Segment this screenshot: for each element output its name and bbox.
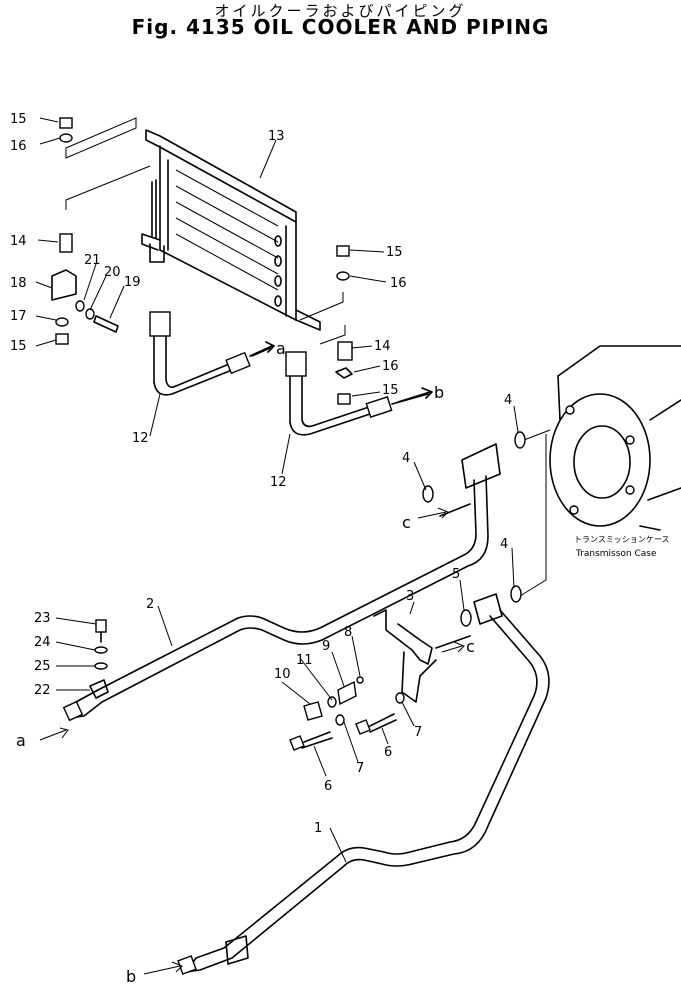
callout: 4 — [504, 393, 512, 408]
hardware-22-25 — [94, 619, 108, 670]
fittings-6-11 — [289, 676, 405, 751]
callout: 17 — [10, 309, 27, 324]
callout: 15 — [386, 245, 403, 260]
letter-a: a — [276, 339, 286, 358]
oil-cooler — [141, 129, 321, 331]
callout: 12 — [132, 431, 149, 446]
letter-c: c — [402, 513, 411, 532]
letter-a: a — [16, 731, 26, 750]
bracket-3 — [373, 431, 526, 703]
hose-right — [285, 351, 429, 436]
callout: 15 — [10, 339, 27, 354]
callout: 15 — [10, 112, 27, 127]
callout: 8 — [344, 625, 352, 640]
letter-c: c — [466, 637, 475, 656]
case-label-en: Transmisson Case — [575, 549, 657, 559]
callout: 24 — [34, 635, 51, 650]
callout: 3 — [406, 589, 414, 604]
letter-b: b — [126, 967, 136, 986]
callout: 25 — [34, 659, 51, 674]
callout: 7 — [356, 761, 364, 776]
callout: 7 — [414, 725, 422, 740]
letter-b: b — [434, 383, 444, 402]
callout: 4 — [402, 451, 410, 466]
hardware-right — [335, 245, 353, 405]
transmission-case — [519, 345, 681, 597]
callout: 2 — [146, 597, 154, 612]
callout: 13 — [268, 129, 285, 144]
pipe-2 — [62, 443, 501, 722]
hose-left — [149, 311, 271, 396]
callout: 6 — [384, 745, 392, 760]
hardware-left — [51, 117, 119, 345]
callout: 6 — [324, 779, 332, 794]
callout: 19 — [124, 275, 141, 290]
callout: 4 — [500, 537, 508, 552]
connection-letters: a b c c a b — [16, 339, 475, 986]
callout: 12 — [270, 475, 287, 490]
callout: 1 — [314, 821, 322, 836]
callout: 15 — [382, 383, 399, 398]
callout: 22 — [34, 683, 51, 698]
callout: 16 — [10, 139, 27, 154]
callout: 10 — [274, 667, 291, 682]
callout: 9 — [322, 639, 330, 654]
figure-title: Fig. 4135 OIL COOLER AND PIPING — [131, 15, 550, 39]
case-label-jp: トランスミッションケース — [574, 535, 669, 544]
callout: 16 — [382, 359, 399, 374]
callout: 14 — [10, 234, 27, 249]
callout: 20 — [104, 265, 121, 280]
callout: 14 — [374, 339, 391, 354]
callout: 5 — [452, 567, 460, 582]
callout: 16 — [390, 276, 407, 291]
title-japanese: オイルクーラおよびパイピング — [214, 3, 467, 20]
callout-labels: 15 16 13 14 21 20 19 18 17 15 15 16 14 1… — [10, 112, 512, 836]
callout: 23 — [34, 611, 51, 626]
callout: 21 — [84, 253, 101, 268]
callout: 18 — [10, 276, 27, 291]
pipe-1 — [177, 593, 550, 975]
callout: 11 — [296, 653, 313, 668]
